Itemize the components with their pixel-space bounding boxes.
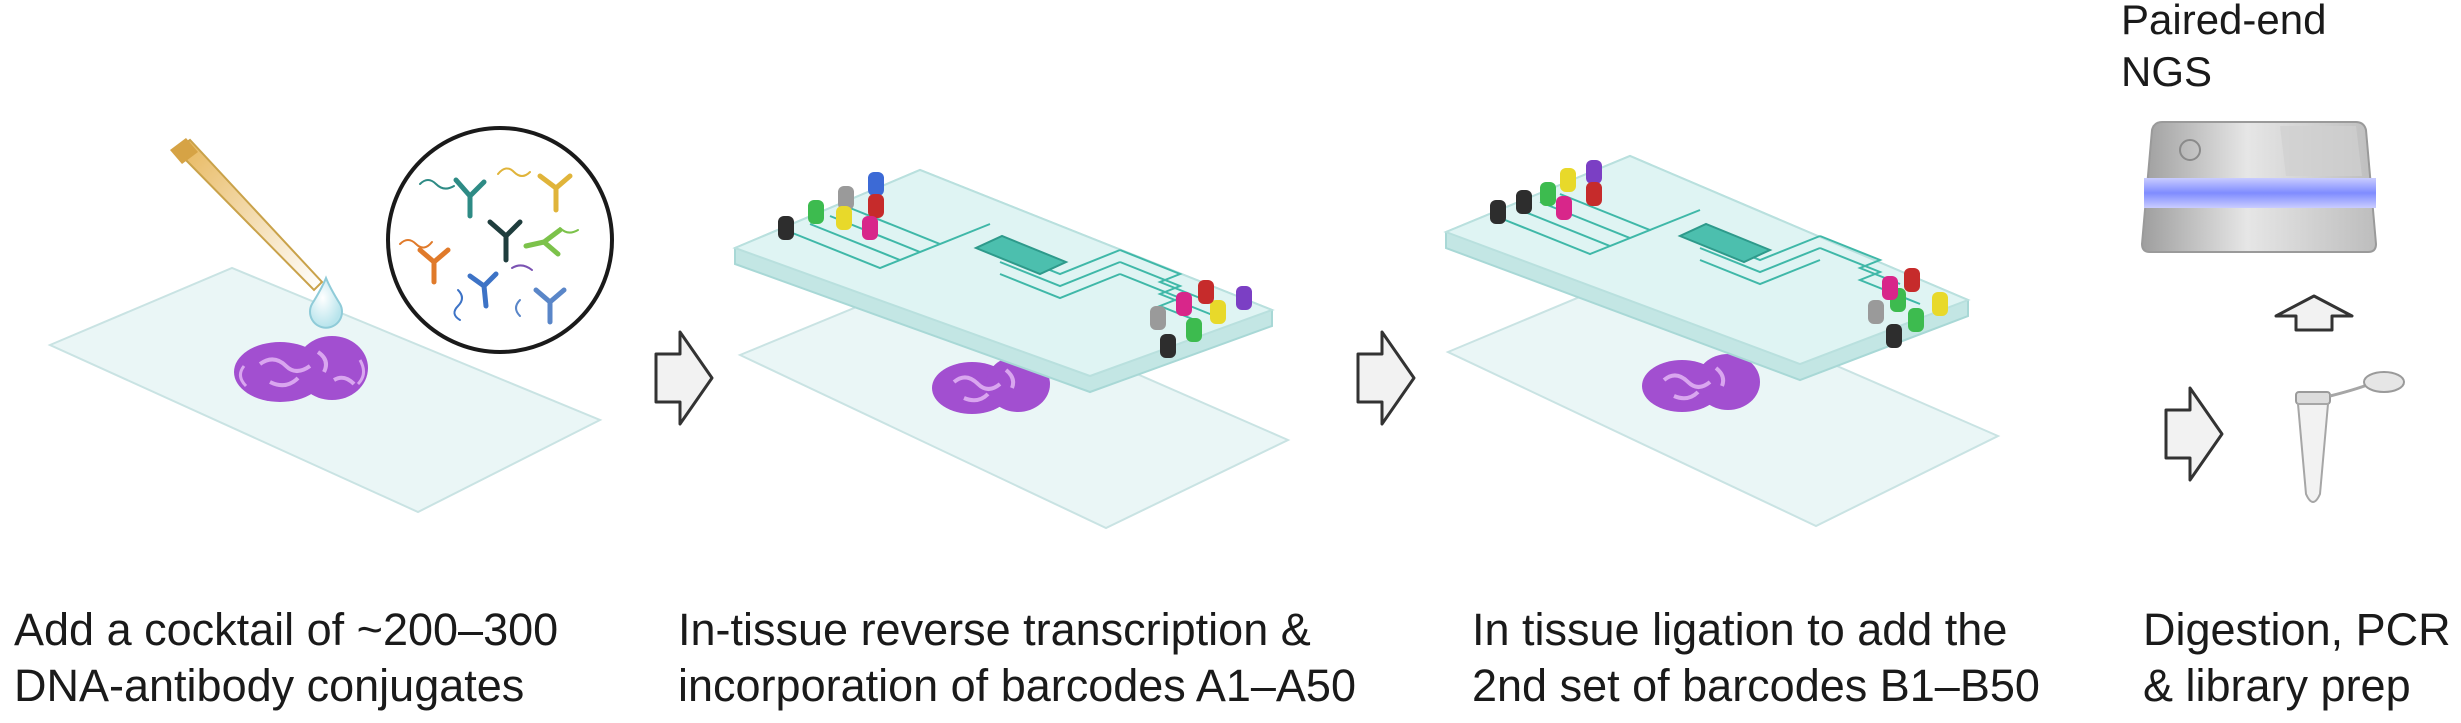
- step3-caption-line2: 2nd set of barcodes B1–B50: [1472, 660, 2040, 711]
- sequencer-icon: [2140, 121, 2378, 253]
- step-arrow-3: [2164, 386, 2224, 482]
- ngs-label-line2: NGS: [2121, 48, 2213, 95]
- pipette-icon: [170, 138, 324, 292]
- tissue-section: [1642, 354, 1760, 412]
- up-arrow-icon: [2274, 294, 2354, 332]
- step4-caption: Digestion, PCR & library prep: [2143, 602, 2451, 714]
- step4-caption-line2: & library prep: [2143, 660, 2411, 711]
- tissue-section: [932, 356, 1050, 414]
- step1-caption-line2: DNA-antibody conjugates: [14, 660, 525, 711]
- step2-caption-line2: incorporation of barcodes A1–A50: [678, 660, 1356, 711]
- step4-illustration: [2140, 121, 2405, 503]
- pcr-tube-icon: [2295, 371, 2405, 503]
- ngs-label-line1: Paired-end: [2121, 0, 2327, 43]
- step2-illustration: [732, 168, 1291, 530]
- step3-caption-line1: In tissue ligation to add the: [1472, 604, 2008, 655]
- step3-illustration: [1443, 154, 2001, 528]
- step1-caption: Add a cocktail of ~200–300 DNA-antibody …: [14, 602, 558, 714]
- step2-caption: In-tissue reverse transcription & incorp…: [678, 602, 1356, 714]
- step1-illustration: [47, 126, 614, 514]
- antibody-conjugates-circle: [386, 126, 614, 354]
- ngs-label: Paired-end NGS: [2121, 0, 2326, 98]
- barcode-reservoirs-b: [1490, 160, 1948, 348]
- droplet-icon: [309, 275, 343, 329]
- step-arrow-2: [1356, 330, 1416, 426]
- tissue-section: [234, 336, 368, 402]
- step1-caption-line1: Add a cocktail of ~200–300: [14, 604, 559, 655]
- step3-caption: In tissue ligation to add the 2nd set of…: [1472, 602, 2040, 714]
- microfluidic-chip-a: [732, 168, 1275, 394]
- microfluidic-chip-b: [1443, 154, 1971, 382]
- step2-caption-line1: In-tissue reverse transcription &: [678, 604, 1311, 655]
- step4-caption-line1: Digestion, PCR: [2143, 604, 2451, 655]
- barcode-reservoirs-a: [778, 172, 1252, 358]
- step-arrow-1: [654, 330, 714, 426]
